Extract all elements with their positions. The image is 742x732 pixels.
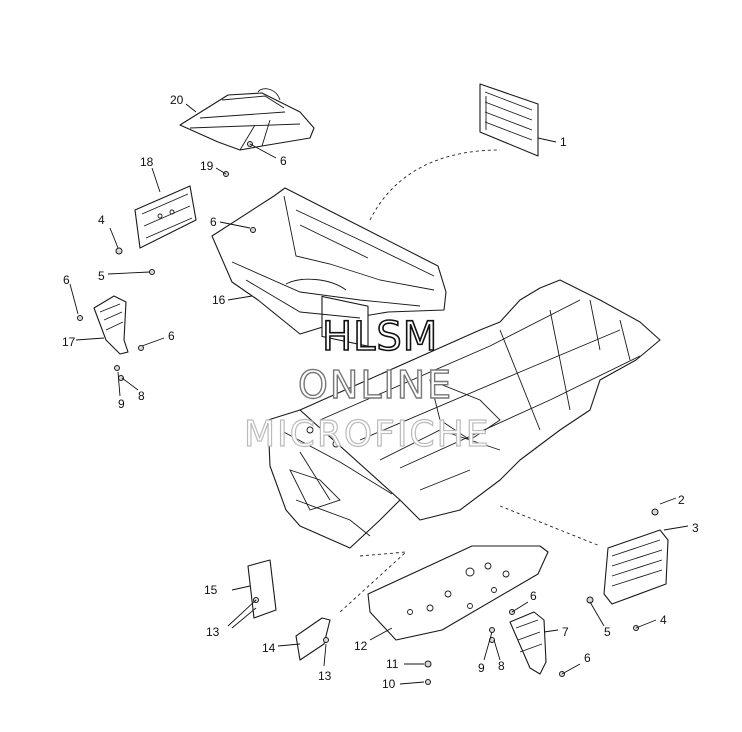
callout-14: 14 <box>262 641 276 655</box>
watermark-line-2: ONLINE <box>298 363 453 407</box>
callout-13: 13 <box>318 669 332 683</box>
watermark-line-3: MICROFICHE <box>244 414 490 455</box>
callout-10: 10 <box>382 677 396 691</box>
leader-lines <box>69 103 689 685</box>
callout-15: 15 <box>204 583 218 597</box>
callout-20: 20 <box>170 93 184 107</box>
part-1-vent-panel <box>479 83 539 157</box>
callout-5: 5 <box>604 625 611 639</box>
part-12-floor-plate <box>367 545 549 641</box>
callout-6: 6 <box>584 651 591 665</box>
callout-13: 13 <box>206 625 220 639</box>
hardware-marks <box>77 141 659 685</box>
part-7-bracket <box>509 611 547 675</box>
callout-6: 6 <box>530 589 537 603</box>
callout-4: 4 <box>660 613 667 627</box>
part-14-plate <box>295 617 331 661</box>
callout-16: 16 <box>212 293 226 307</box>
callout-9: 9 <box>478 661 485 675</box>
callout-6: 6 <box>168 329 175 343</box>
main-frame <box>267 279 661 549</box>
callout-19: 19 <box>200 159 214 173</box>
callout-3: 3 <box>692 521 699 535</box>
callout-4: 4 <box>98 213 105 227</box>
callout-6: 6 <box>280 154 287 168</box>
part-3-side-panel <box>603 529 669 605</box>
watermark: HLSM ONLINE MICROFICHE <box>243 313 490 455</box>
callout-8: 8 <box>498 659 505 673</box>
callout-11: 11 <box>386 657 399 671</box>
callout-6: 6 <box>63 273 70 287</box>
callout-9: 9 <box>118 397 125 411</box>
callout-2: 2 <box>678 493 685 507</box>
part-20-skid-plate <box>179 88 315 151</box>
part-16-rear-body <box>211 187 447 347</box>
part-18-side-panel <box>134 185 197 249</box>
part-15-shield <box>247 559 277 619</box>
callout-labels: 1 20 6 19 18 4 6 5 16 6 17 6 9 8 2 3 15 … <box>62 93 699 691</box>
callout-7: 7 <box>562 625 569 639</box>
reference-line-1 <box>369 149 501 221</box>
callout-1: 1 <box>560 135 567 149</box>
part-17-bracket <box>93 295 129 355</box>
callout-12: 12 <box>354 639 368 653</box>
reference-line-3 <box>499 505 601 547</box>
callout-6: 6 <box>210 215 217 229</box>
callout-18: 18 <box>140 155 154 169</box>
watermark-line-1: HLSM <box>322 314 438 360</box>
callout-17: 17 <box>62 335 76 349</box>
callout-8: 8 <box>138 389 145 403</box>
callout-5: 5 <box>98 269 105 283</box>
